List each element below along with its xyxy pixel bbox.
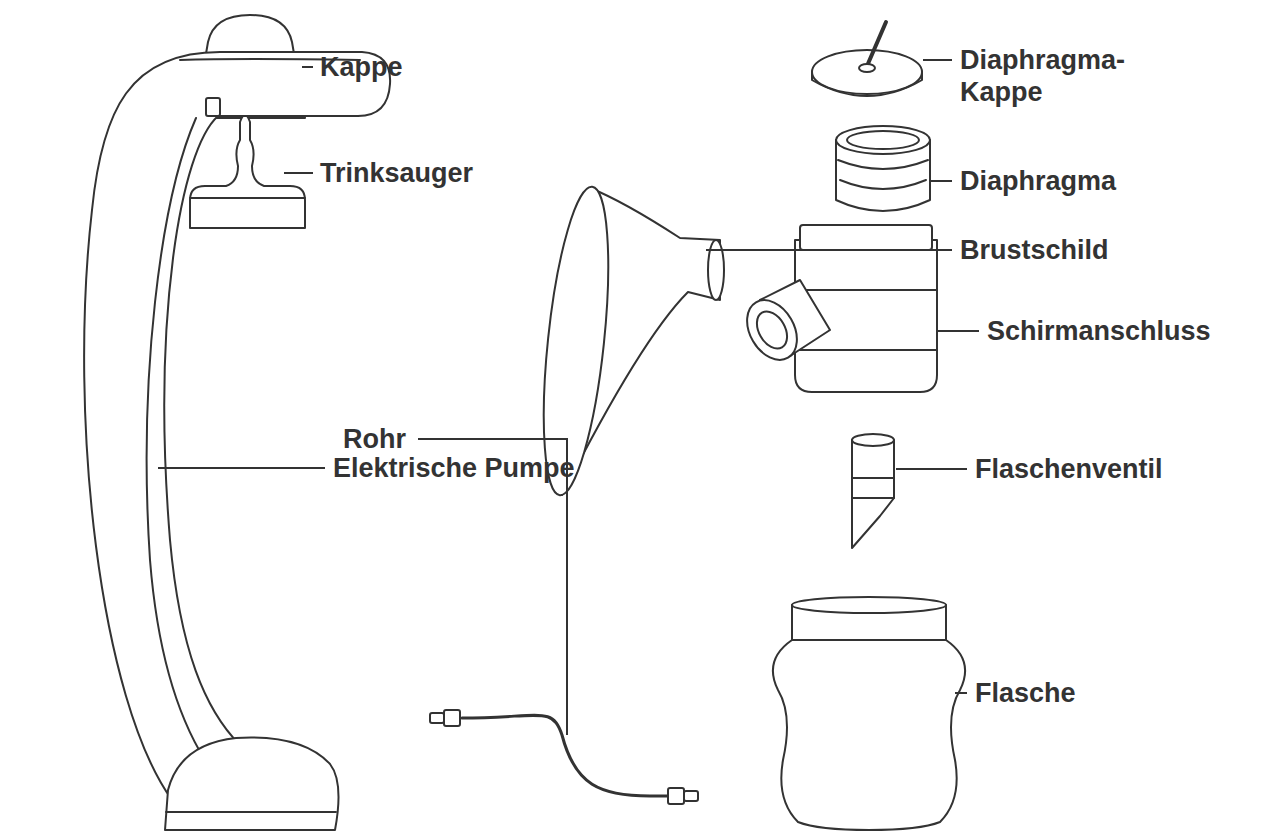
pump-base-drawing: [165, 738, 339, 830]
part-label: Rohr: [343, 423, 406, 455]
part-label: Diaphragma: [960, 165, 1116, 197]
part-label: Trinksauger: [320, 157, 473, 189]
leader-lines: [158, 60, 979, 735]
part-label: Brustschild: [960, 234, 1109, 266]
part-label: Flaschenventil: [975, 453, 1163, 485]
bottle-drawing: [773, 605, 965, 830]
part-label: Diaphragma-Kappe: [960, 44, 1125, 109]
pump-button: [206, 98, 220, 116]
part-label: Flasche: [975, 677, 1076, 709]
part-label: Schirmanschluss: [987, 315, 1211, 347]
part-label: Elektrische Pumpe: [333, 452, 575, 484]
part-label: Kappe: [320, 51, 403, 83]
valve-drawing: [852, 440, 894, 498]
nipple-drawing: [190, 115, 305, 228]
